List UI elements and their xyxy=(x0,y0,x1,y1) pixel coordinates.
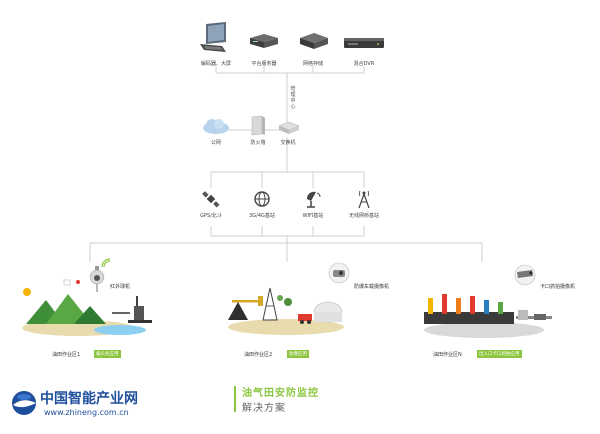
cloud-icon xyxy=(203,119,229,134)
zone-1-name: 油田作业区1 xyxy=(52,352,81,358)
title-divider xyxy=(234,386,236,412)
title-block: 油气田安防监控 解决方案 xyxy=(234,384,394,424)
access-bridge xyxy=(355,189,373,209)
wifi-dish-icon xyxy=(306,191,321,208)
checkpoint-camera-icon xyxy=(514,264,536,286)
access-wifi-label: WIFI基站 xyxy=(302,213,324,219)
logo: 中国智能产业网 www.zhineng.com.cn xyxy=(10,386,170,426)
zone-2-camera-label: 防爆车载摄像机 xyxy=(354,284,390,290)
network-cloud xyxy=(200,116,232,136)
oilfield-factory-scene xyxy=(424,294,552,338)
management-center-label: 管理中心 xyxy=(290,86,296,110)
device-storage xyxy=(298,30,330,52)
device-monitor xyxy=(196,20,236,60)
management-center-text: 管理中心 xyxy=(290,86,296,110)
network-cloud-label: 公网 xyxy=(210,140,221,146)
dome-camera-icon xyxy=(89,266,105,292)
device-server xyxy=(248,30,280,52)
switch-icon xyxy=(278,121,300,134)
device-dvr-label: 混合DVR xyxy=(353,61,375,67)
globe-logo-icon xyxy=(12,391,36,415)
access-wifi xyxy=(304,189,322,209)
oilfield-pump-scene xyxy=(228,287,344,335)
device-server-label: 平台服务器 xyxy=(251,61,277,67)
dvr-icon xyxy=(344,38,384,48)
zone-n-name: 油田作业区N xyxy=(433,352,462,358)
device-dvr xyxy=(342,34,386,52)
firewall-icon xyxy=(251,115,265,136)
signal-icon xyxy=(101,258,111,268)
zone-n-illustration xyxy=(416,286,556,344)
zone-2-tag: 防爆应用 xyxy=(287,350,309,358)
monitor-icon xyxy=(200,22,226,52)
device-monitor-label: 解码器、大屏 xyxy=(200,61,231,67)
logo-url: www.zhineng.com.cn xyxy=(44,408,129,417)
zone-2-illustration xyxy=(218,282,358,342)
globe-icon xyxy=(254,191,270,207)
access-bridge-label: 无线网桥基站 xyxy=(348,213,379,219)
zone-1-camera-label: 红外球机 xyxy=(110,284,131,290)
zone-2-camera xyxy=(326,262,352,284)
logo-name: 中国智能产业网 xyxy=(40,391,138,407)
oilfield-mountain-scene xyxy=(22,279,152,336)
title-main: 油气田安防监控 xyxy=(242,388,319,399)
network-firewall xyxy=(248,115,268,137)
access-gps-label: GPS/北斗 xyxy=(200,213,222,219)
server-icon xyxy=(250,34,278,48)
satellite-icon xyxy=(202,191,220,208)
zone-1-illustration xyxy=(16,262,156,342)
access-gps xyxy=(202,190,220,208)
storage-icon xyxy=(300,33,328,49)
zone-1-camera xyxy=(88,266,106,292)
zone-n-tag: 出入口卡口抓拍应用 xyxy=(477,350,522,358)
zone-1-tag: 偏头机应用 xyxy=(94,350,121,358)
device-storage-label: 网络存储 xyxy=(302,61,323,67)
zone-n-camera-label: 卡口抓拍摄像机 xyxy=(540,284,576,290)
access-3g4g-label: 3G/4G基站 xyxy=(249,213,275,219)
network-switch xyxy=(277,120,301,136)
access-3g4g xyxy=(253,190,271,208)
network-firewall-label: 防火墙 xyxy=(250,140,266,146)
zone-n-camera xyxy=(512,264,538,286)
network-switch-label: 交换机 xyxy=(280,140,296,146)
vehicle-camera-icon xyxy=(328,262,350,284)
zone-2-name: 油田作业区2 xyxy=(244,352,273,358)
zone-1-signal-icon xyxy=(101,258,111,268)
antenna-icon xyxy=(358,190,370,209)
title-sub: 解决方案 xyxy=(242,403,286,414)
